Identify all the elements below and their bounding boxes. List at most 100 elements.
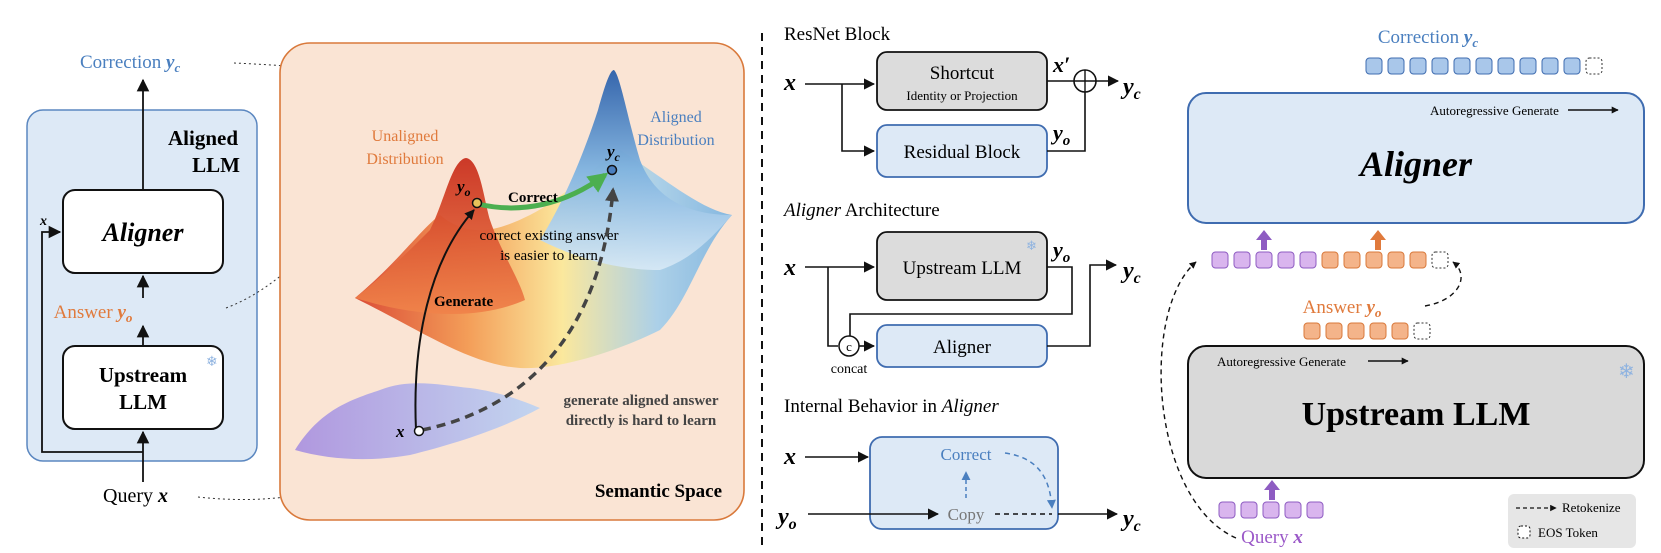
shortcut-label: Shortcut [930, 63, 995, 84]
arch-aligner-label: Aligner [933, 337, 992, 358]
token [1541, 57, 1559, 75]
answer-label-left: Answer yo [54, 302, 133, 325]
aligner-label-right: Aligner [1358, 144, 1473, 184]
token [1299, 251, 1317, 269]
arch-yo-label: yo [1050, 237, 1070, 266]
token [1391, 322, 1409, 340]
xprime-label: x′ [1052, 52, 1070, 77]
aligner-arch-title: Aligner Architecture [782, 200, 940, 221]
correction-label-left: Correction yc [80, 52, 180, 75]
upstream-llm-label-right: Upstream LLM [1302, 396, 1531, 433]
arch-upstream-box [876, 231, 1048, 301]
token [1431, 57, 1449, 75]
token [1365, 251, 1383, 269]
unaligned-peak [355, 158, 525, 315]
internal-correct-label: Correct [941, 445, 992, 464]
token [1233, 251, 1251, 269]
connector-query [197, 451, 396, 501]
autoregressive-label-bottom: Autoregressive Generate [1217, 354, 1346, 369]
correct-arrow [477, 172, 609, 211]
snowflake-icon-left: ❄ [206, 355, 218, 370]
token [1321, 251, 1339, 269]
aligner-label-left: Aligner [101, 218, 185, 247]
internal-x-label: x [783, 444, 796, 470]
token [1240, 501, 1258, 519]
yo-point-label: yo [455, 177, 471, 199]
arch-x-label: x [783, 255, 796, 281]
token [1306, 501, 1324, 519]
answer-token-row [1303, 322, 1431, 340]
yc-point [606, 164, 618, 176]
eos-token [1585, 57, 1603, 75]
eos-token [1413, 322, 1431, 340]
token [1475, 57, 1493, 75]
retokenize-answer-arrow [1424, 261, 1462, 307]
correction-token-row [1365, 57, 1603, 75]
direct-generate-arrow [421, 187, 620, 432]
resnet-yo-label: yo [1050, 120, 1070, 149]
correct-to-output-arrow [1004, 452, 1056, 509]
aligner-box-left [62, 189, 224, 274]
token [1519, 57, 1537, 75]
correct-label: Correct [508, 190, 558, 206]
panel-aligner-architecture: Aligner Architecture x Upstream LLM ❄ Al… [782, 200, 1141, 377]
internal-title: Internal Behavior in Aligner [784, 396, 999, 417]
query-up-arrow [1264, 480, 1280, 500]
concat-label: concat [831, 362, 868, 377]
resnet-yc-label: yc [1120, 74, 1141, 103]
generate-arrow [414, 209, 475, 431]
eos-token [1431, 251, 1449, 269]
residual-block-label: Residual Block [904, 142, 1021, 163]
token [1277, 251, 1295, 269]
generate-label: Generate [434, 294, 493, 310]
token [1369, 322, 1387, 340]
upstream-llm-box-right [1187, 345, 1645, 479]
concat-symbol: c [846, 339, 852, 354]
aligned-peak [540, 70, 732, 270]
arch-yo-to-concat [849, 266, 1073, 336]
arch-aligner-to-yc [1047, 259, 1118, 347]
legend-eos-swatch [1517, 525, 1531, 539]
token [1365, 57, 1383, 75]
arrow-query-skip-to-aligner [41, 225, 143, 453]
residual-to-sum [1047, 92, 1086, 152]
token [1284, 501, 1302, 519]
autoregressive-label-top: Autoregressive Generate [1430, 103, 1559, 118]
token [1343, 251, 1361, 269]
upstream-llm-box-left [62, 345, 224, 430]
yc-point-label: yc [605, 142, 621, 164]
panel-internal-behavior: Internal Behavior in Aligner x yo Correc… [775, 396, 1141, 535]
x-label-skip: x [39, 214, 47, 229]
orange-up-arrow [1370, 230, 1386, 250]
token [1453, 57, 1471, 75]
retokenize-query-arrow [1160, 261, 1237, 539]
token [1563, 57, 1581, 75]
token [1262, 501, 1280, 519]
panel-token-pipeline: Correction yc Autoregressive Generate Al… [1160, 27, 1645, 548]
internal-aligner-box [869, 436, 1059, 530]
resnet-x-to-residual [841, 84, 876, 157]
internal-yc-label: yc [1120, 506, 1141, 535]
query-label-left: Query x [103, 485, 168, 507]
legend-retokenize-label: Retokenize [1562, 500, 1621, 515]
token [1347, 322, 1365, 340]
token [1218, 501, 1236, 519]
query-label-right: Query x [1241, 527, 1303, 548]
token [1387, 251, 1405, 269]
purple-up-arrow [1256, 230, 1272, 250]
token [1255, 251, 1273, 269]
snowflake-icon-right: ❄ [1618, 361, 1635, 383]
token [1303, 322, 1321, 340]
aligner-box-right [1187, 92, 1645, 224]
arch-yc-label: yc [1120, 258, 1141, 287]
token [1409, 251, 1427, 269]
query-token-row [1218, 501, 1324, 519]
token [1325, 322, 1343, 340]
arch-x-to-concat [827, 267, 838, 347]
